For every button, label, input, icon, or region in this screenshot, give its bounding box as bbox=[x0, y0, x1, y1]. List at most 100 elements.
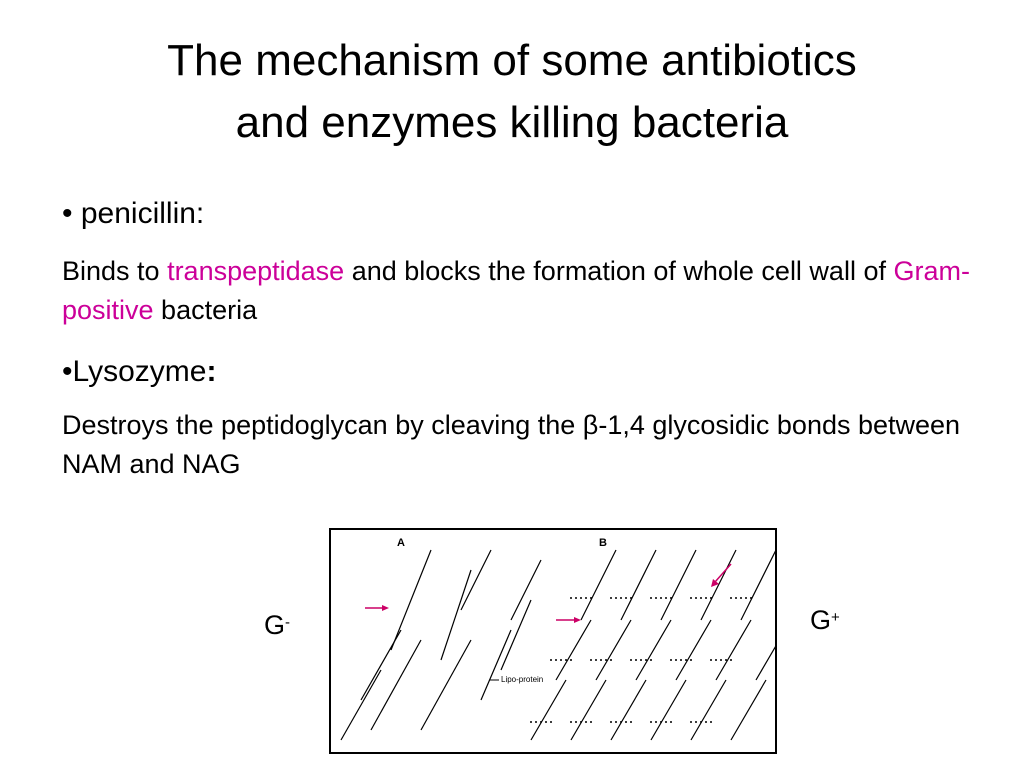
residue-mark bbox=[545, 721, 547, 723]
gram-negative-sup: - bbox=[285, 614, 291, 631]
residue-mark bbox=[725, 659, 727, 661]
strand-line bbox=[650, 679, 687, 741]
residue-mark bbox=[660, 721, 662, 723]
bullet-icon: • bbox=[62, 355, 73, 388]
panel-b-label: B bbox=[599, 537, 607, 549]
residue-mark bbox=[630, 659, 632, 661]
penicillin-description: Binds to transpeptidase and blocks the f… bbox=[62, 252, 992, 330]
residue-mark bbox=[540, 721, 542, 723]
residue-mark bbox=[535, 721, 537, 723]
strand-line bbox=[635, 619, 672, 681]
residue-mark bbox=[620, 721, 622, 723]
residue-mark bbox=[690, 721, 692, 723]
peptidoglycan-figure: A B Lipo-protein bbox=[329, 528, 777, 754]
strand-line bbox=[715, 619, 752, 681]
residue-mark bbox=[580, 721, 582, 723]
residue-mark bbox=[550, 659, 552, 661]
residue-mark bbox=[655, 597, 657, 599]
strand-line bbox=[460, 549, 492, 611]
residue-mark bbox=[615, 597, 617, 599]
residue-mark bbox=[715, 659, 717, 661]
residue-mark bbox=[650, 659, 652, 661]
strand-line bbox=[610, 679, 647, 741]
bullet-icon: • bbox=[62, 197, 73, 230]
gram-positive-label: G+ bbox=[810, 605, 840, 635]
residue-mark bbox=[730, 597, 732, 599]
residue-mark bbox=[650, 721, 652, 723]
residue-mark bbox=[665, 597, 667, 599]
residue-mark bbox=[590, 597, 592, 599]
residue-mark bbox=[710, 721, 712, 723]
residue-mark bbox=[600, 659, 602, 661]
residue-mark bbox=[625, 597, 627, 599]
residue-mark bbox=[700, 597, 702, 599]
strand-line bbox=[390, 549, 432, 651]
strand-line bbox=[480, 629, 512, 701]
residue-mark bbox=[610, 721, 612, 723]
residue-mark bbox=[690, 659, 692, 661]
residue-mark bbox=[610, 597, 612, 599]
residue-mark bbox=[570, 659, 572, 661]
residue-mark bbox=[645, 659, 647, 661]
strand-line bbox=[660, 549, 697, 621]
strand-line bbox=[620, 549, 657, 621]
gram-positive-sup: + bbox=[831, 609, 840, 626]
gram-positive-highlight: Gram-positive bbox=[62, 256, 970, 325]
slide-title: The mechanism of some antibiotics and en… bbox=[0, 30, 1024, 154]
strand-line bbox=[700, 549, 737, 621]
strand-line bbox=[440, 569, 472, 661]
residue-mark bbox=[650, 597, 652, 599]
residue-mark bbox=[665, 721, 667, 723]
residue-mark bbox=[720, 659, 722, 661]
gram-negative-label: G- bbox=[264, 610, 290, 640]
residue-mark bbox=[705, 597, 707, 599]
title-line-1: The mechanism of some antibiotics bbox=[167, 36, 857, 85]
gram-negative-strands bbox=[340, 549, 542, 741]
peptide-crosslinks bbox=[530, 597, 752, 723]
penicillin-text-a: Binds to bbox=[62, 256, 168, 286]
penicillin-heading-text: penicillin: bbox=[80, 197, 205, 230]
residue-mark bbox=[700, 721, 702, 723]
residue-mark bbox=[740, 597, 742, 599]
title-line-2: and enzymes killing bacteria bbox=[235, 98, 789, 147]
residue-mark bbox=[690, 597, 692, 599]
strand-line bbox=[420, 639, 472, 731]
lipo-protein-label: Lipo-protein bbox=[501, 675, 543, 684]
residue-mark bbox=[550, 721, 552, 723]
residue-mark bbox=[570, 721, 572, 723]
residue-mark bbox=[655, 721, 657, 723]
panel-a-label: A bbox=[397, 537, 405, 549]
residue-mark bbox=[660, 597, 662, 599]
strand-line bbox=[595, 619, 632, 681]
residue-mark bbox=[745, 597, 747, 599]
strand-line bbox=[755, 646, 775, 681]
residue-mark bbox=[605, 659, 607, 661]
strand-line bbox=[690, 679, 727, 741]
residue-mark bbox=[585, 597, 587, 599]
strand-line bbox=[530, 679, 567, 741]
peptidoglycan-diagram: A B Lipo-protein bbox=[340, 537, 775, 741]
residue-mark bbox=[630, 597, 632, 599]
residue-mark bbox=[590, 659, 592, 661]
strand-line bbox=[580, 549, 617, 621]
arrow-icon bbox=[711, 563, 732, 587]
residue-mark bbox=[670, 659, 672, 661]
residue-mark bbox=[570, 597, 572, 599]
residue-mark bbox=[530, 721, 532, 723]
residue-mark bbox=[620, 597, 622, 599]
residue-mark bbox=[750, 597, 752, 599]
residue-mark bbox=[580, 597, 582, 599]
residue-mark bbox=[695, 597, 697, 599]
residue-mark bbox=[675, 659, 677, 661]
residue-mark bbox=[680, 659, 682, 661]
strand-line bbox=[675, 619, 712, 681]
residue-mark bbox=[685, 659, 687, 661]
transpeptidase-highlight: transpeptidase bbox=[167, 256, 345, 286]
penicillin-heading: • penicillin: bbox=[62, 196, 204, 232]
residue-mark bbox=[710, 659, 712, 661]
gram-negative-base: G bbox=[264, 610, 286, 640]
lysozyme-heading-text: Lysozyme bbox=[72, 355, 207, 388]
residue-mark bbox=[705, 721, 707, 723]
lysozyme-heading: •Lysozyme: bbox=[62, 354, 216, 390]
residue-mark bbox=[590, 721, 592, 723]
